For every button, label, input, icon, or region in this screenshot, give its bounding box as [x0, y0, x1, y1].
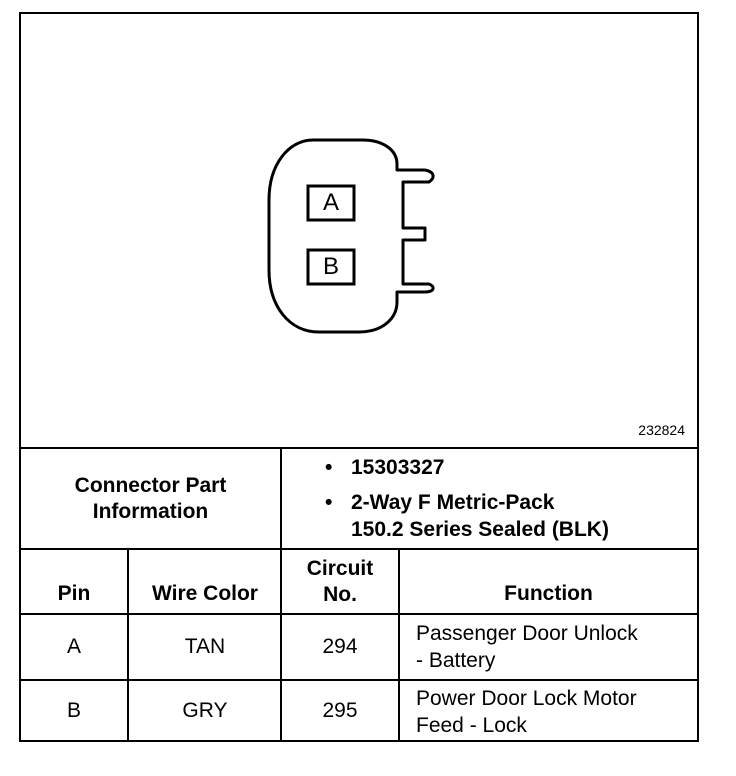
connector-info-label-line2: Information [92, 499, 209, 523]
connector-face-drawing [267, 138, 435, 334]
row-b-pin: B [66, 698, 81, 722]
cavity-a-label: A [322, 189, 339, 216]
connector-info-label-line1: Connector Part [74, 473, 227, 497]
divider-header [21, 613, 697, 615]
row-b-function-line1: Power Door Lock Motor [416, 687, 637, 710]
header-circuit-line1: Circuit [306, 556, 374, 580]
row-a-function-line2: - Battery [416, 649, 496, 672]
bullet-description: • 2-Way F Metric-Pack 150.2 Series Seale… [325, 489, 609, 543]
connector-diagram: A B 232824 [21, 14, 697, 448]
row-a-circuit: 294 [322, 635, 358, 658]
divider-col-pin [127, 550, 129, 740]
divider-diagram [21, 447, 697, 449]
cavity-b-box [306, 248, 356, 286]
connector-outline [267, 138, 435, 334]
header-pin: Pin [57, 582, 91, 605]
row-b-function: Power Door Lock Motor Feed - Lock [416, 685, 637, 739]
bullet-description-text: 2-Way F Metric-Pack 150.2 Series Sealed … [351, 489, 609, 543]
bullet-part-number: • 15303327 [325, 454, 609, 481]
divider-info [21, 548, 697, 550]
row-a-pin: A [66, 635, 81, 658]
bullet-part-number-text: 15303327 [351, 456, 445, 479]
cavity-b-label: B [322, 253, 339, 280]
row-b-circuit: 295 [322, 698, 358, 722]
row-b-wire-color: GRY [182, 698, 228, 722]
connector-info-bullet-list: • 15303327 • 2-Way F Metric-Pack 150.2 S… [325, 454, 609, 543]
header-wire-color: Wire Color [152, 582, 258, 605]
header-function: Function [504, 582, 593, 605]
row-a-function: Passenger Door Unlock - Battery [416, 620, 638, 674]
connector-frame: A B 232824 Connector Part Information Pi… [19, 12, 699, 742]
divider-col-info [280, 449, 282, 740]
divider-col-circuit [398, 550, 400, 740]
bullet-dot-icon: • [325, 456, 333, 479]
header-circuit-line2: No. [323, 582, 357, 606]
row-a-function-line1: Passenger Door Unlock [416, 622, 638, 645]
connector-info-label: Connector Part Information [21, 449, 280, 548]
divider-row-a [21, 679, 697, 681]
row-b-function-line2: Feed - Lock [416, 714, 527, 737]
bullet-dot-icon: • [325, 491, 333, 514]
figure-number: 232824 [638, 422, 685, 438]
bullet-description-line1: 2-Way F Metric-Pack [351, 491, 555, 514]
cavity-a-box [306, 184, 356, 222]
header-circuit-no: Circuit No. [282, 550, 398, 613]
row-a-wire-color: TAN [184, 635, 226, 658]
bullet-description-line2: 150.2 Series Sealed (BLK) [351, 518, 609, 541]
